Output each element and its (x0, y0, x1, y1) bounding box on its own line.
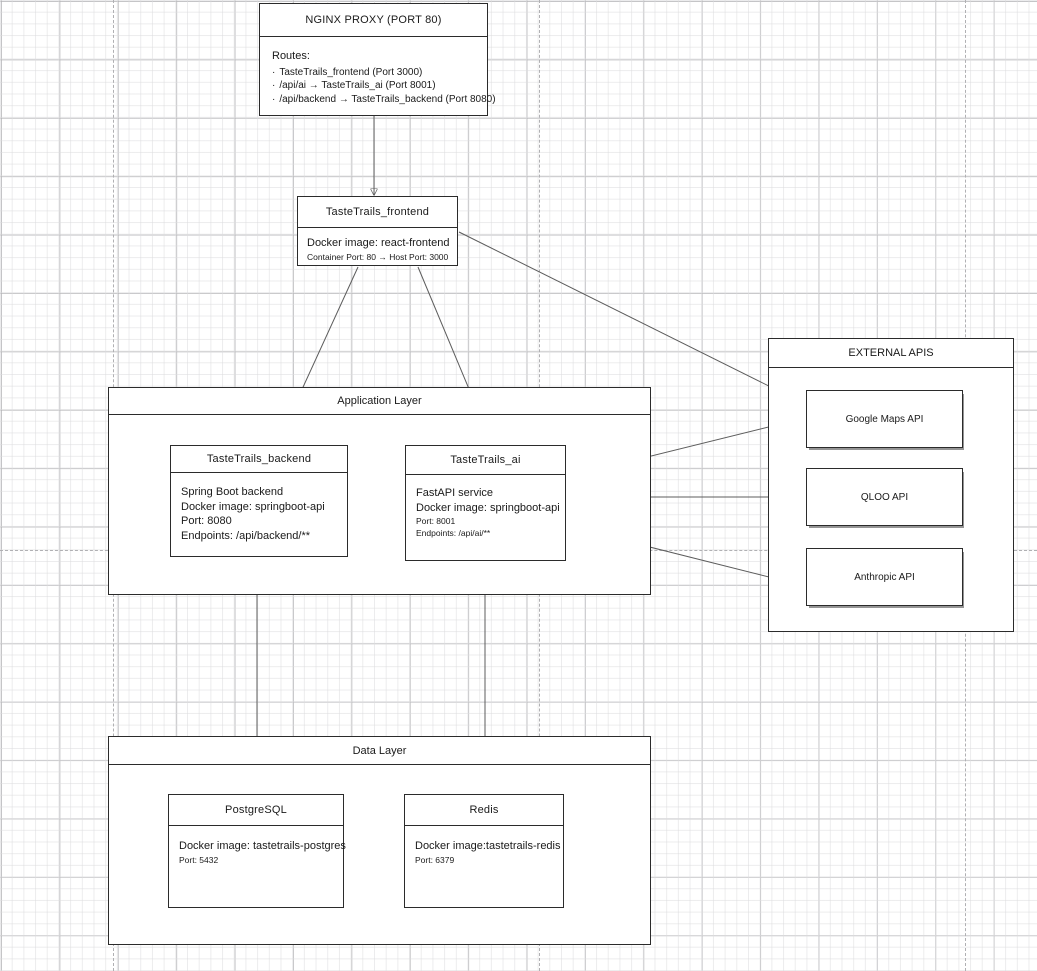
postgresql-body: Docker image: tastetrails-postgres Port:… (169, 826, 346, 870)
ai-line-endpoints: Endpoints: /api/ai/** (416, 528, 491, 538)
backend-line-port: Port: 8080 (181, 515, 232, 527)
redis-body: Docker image:tastetrails-redis Port: 637… (405, 826, 563, 870)
node-nginx-proxy[interactable]: NGINX PROXY (PORT 80) Routes: TasteTrail… (259, 3, 496, 116)
data-layer-header: Data Layer (109, 737, 650, 765)
list-item: /api/backend → TasteTrails_backend (Port… (272, 93, 495, 107)
node-anthropic-api[interactable]: Anthropic API (806, 548, 963, 606)
nginx-proxy-body: Routes: TasteTrails_frontend (Port 3000)… (260, 37, 496, 112)
node-google-maps-api[interactable]: Google Maps API (806, 390, 963, 448)
node-tastetrails-backend[interactable]: TasteTrails_backend Spring Boot backend … (170, 445, 348, 557)
node-tastetrails-ai[interactable]: TasteTrails_ai FastAPI service Docker im… (405, 445, 566, 561)
node-qloo-api[interactable]: QLOO API (806, 468, 963, 526)
ai-line-runtime: FastAPI service (416, 487, 494, 499)
backend-line-endpoints: Endpoints: /api/backend/** (181, 529, 311, 542)
postgresql-header: PostgreSQL (169, 795, 343, 826)
edge-frontend-to-google-maps (458, 231, 805, 404)
redis-header: Redis (405, 795, 563, 826)
ai-header: TasteTrails_ai (406, 446, 565, 475)
redis-line-docker-image: Docker image:tastetrails-redis (415, 840, 561, 852)
nginx-proxy-header: NGINX PROXY (PORT 80) (260, 4, 487, 37)
frontend-header: TasteTrails_frontend (298, 197, 457, 228)
ai-body: FastAPI service Docker image: springboot… (406, 475, 565, 543)
node-postgresql[interactable]: PostgreSQL Docker image: tastetrails-pos… (168, 794, 346, 908)
application-layer-header: Application Layer (109, 388, 650, 415)
node-redis[interactable]: Redis Docker image:tastetrails-redis Por… (404, 794, 564, 908)
frontend-body: Docker image: react-frontend Container P… (298, 228, 457, 267)
backend-body: Spring Boot backend Docker image: spring… (171, 473, 347, 547)
ai-line-port: Port: 8001 (416, 516, 456, 526)
postgresql-line-port: Port: 5432 (179, 854, 219, 865)
backend-header: TasteTrails_backend (171, 446, 347, 473)
frontend-line-docker-image: Docker image: react-frontend (307, 237, 450, 249)
list-item: TasteTrails_frontend (Port 3000) (272, 66, 477, 80)
list-item: /api/ai → TasteTrails_ai (Port 8001) (272, 79, 477, 93)
nginx-routes-list: TasteTrails_frontend (Port 3000) /api/ai… (272, 66, 495, 107)
ai-line-docker-image: Docker image: springboot-api (416, 501, 560, 514)
redis-line-port: Port: 6379 (415, 854, 455, 865)
node-tastetrails-frontend[interactable]: TasteTrails_frontend Docker image: react… (297, 196, 458, 266)
frontend-line-ports: Container Port: 80 → Host Port: 3000 (307, 251, 449, 262)
backend-line-docker-image: Docker image: springboot-api (181, 500, 325, 513)
backend-line-runtime: Spring Boot backend (181, 486, 284, 498)
postgresql-line-docker-image: Docker image: tastetrails-postgres (179, 840, 346, 852)
external-apis-header: EXTERNAL APIS (769, 339, 1013, 368)
nginx-routes-label: Routes: (272, 50, 310, 62)
